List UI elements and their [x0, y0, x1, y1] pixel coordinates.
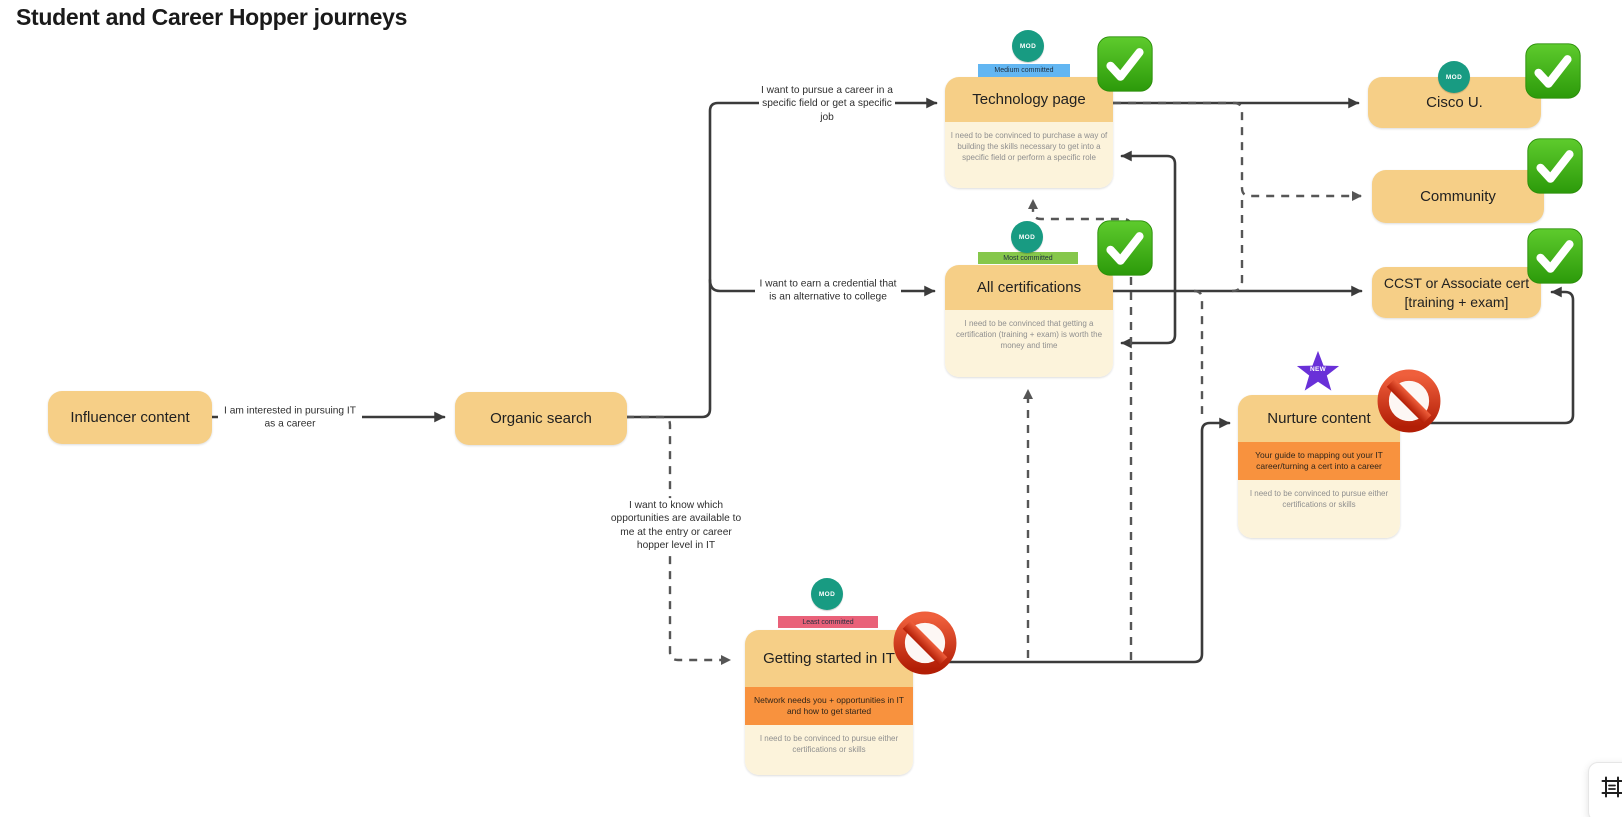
- node-ccst[interactable]: CCST or Associate cert [training + exam]: [1372, 267, 1541, 318]
- node-title: Nurture content: [1238, 395, 1400, 442]
- ribbon-medium-committed[interactable]: Medium committed: [978, 64, 1070, 77]
- node-title: Influencer content: [70, 409, 190, 426]
- node-title: Organic search: [490, 410, 592, 427]
- mod-badge-icon[interactable]: MOD: [811, 578, 843, 610]
- check-icon[interactable]: [1096, 35, 1154, 98]
- edge-label-earn-credential[interactable]: I want to earn a credential that is an a…: [755, 276, 901, 306]
- node-influencer-content[interactable]: Influencer content: [48, 391, 212, 444]
- edge-label-pursue-career[interactable]: I want to pursue a career in a specific …: [759, 82, 895, 126]
- node-need-text: I need to be convinced to pursue either …: [745, 725, 913, 776]
- node-offer-text: Your guide to mapping out your IT career…: [1238, 442, 1400, 481]
- mod-badge-icon[interactable]: MOD: [1012, 30, 1044, 62]
- check-icon[interactable]: [1096, 219, 1154, 282]
- no-entry-icon[interactable]: [892, 610, 958, 681]
- node-need-text: I need to be convinced that getting a ce…: [945, 310, 1113, 377]
- connector-allcerts-nurture-dashed[interactable]: [1193, 289, 1204, 414]
- node-need-text: I need to be convinced to pursue either …: [1238, 480, 1400, 539]
- node-getting-started[interactable]: Getting started in IT Network needs you …: [745, 630, 913, 776]
- new-star-icon[interactable]: NEW: [1295, 349, 1341, 395]
- connector-organic-technology[interactable]: [621, 97, 938, 419]
- check-icon[interactable]: [1524, 42, 1582, 105]
- node-need-text: I need to be convinced to purchase a way…: [945, 122, 1113, 188]
- node-title: Getting started in IT: [745, 630, 913, 687]
- node-title: Technology page: [945, 77, 1113, 122]
- ribbon-most-committed[interactable]: Most committed: [978, 252, 1078, 264]
- check-icon[interactable]: [1526, 137, 1584, 200]
- check-icon[interactable]: [1526, 227, 1584, 290]
- node-organic-search[interactable]: Organic search: [455, 392, 627, 445]
- mod-badge-icon[interactable]: MOD: [1438, 61, 1470, 93]
- connector-technology-community-dashed[interactable]: [1113, 101, 1362, 201]
- edge-label-interested[interactable]: I am interested in pursuing IT as a care…: [218, 403, 362, 433]
- node-title: All certifications: [945, 265, 1113, 310]
- node-title: Community: [1420, 188, 1496, 205]
- connector-gettingstarted-nurture[interactable]: [911, 417, 1231, 664]
- star-label: NEW: [1309, 366, 1327, 373]
- no-entry-icon[interactable]: [1376, 368, 1442, 439]
- mod-badge-icon[interactable]: MOD: [1011, 221, 1043, 253]
- node-offer-text: Network needs you + opportunities in IT …: [745, 687, 913, 726]
- node-title: CCST or Associate cert [training + exam]: [1383, 275, 1530, 310]
- node-title: Cisco U.: [1426, 94, 1483, 111]
- frames-icon: [1601, 776, 1622, 798]
- ribbon-least-committed[interactable]: Least committed: [778, 616, 878, 628]
- board-title[interactable]: Student and Career Hopper journeys: [16, 4, 408, 30]
- node-community[interactable]: Community: [1372, 170, 1544, 223]
- node-nurture-content[interactable]: Nurture content Your guide to mapping ou…: [1238, 395, 1400, 539]
- connector-technology-ccst-dashed[interactable]: [1231, 200, 1244, 293]
- node-all-certifications[interactable]: All certifications I need to be convince…: [945, 265, 1113, 377]
- star-shape: [1296, 350, 1340, 391]
- frames-button[interactable]: [1588, 762, 1622, 817]
- node-technology-page[interactable]: Technology page I need to be convinced t…: [945, 77, 1113, 188]
- edge-label-know-opportunities[interactable]: I want to know which opportunities are a…: [603, 498, 749, 554]
